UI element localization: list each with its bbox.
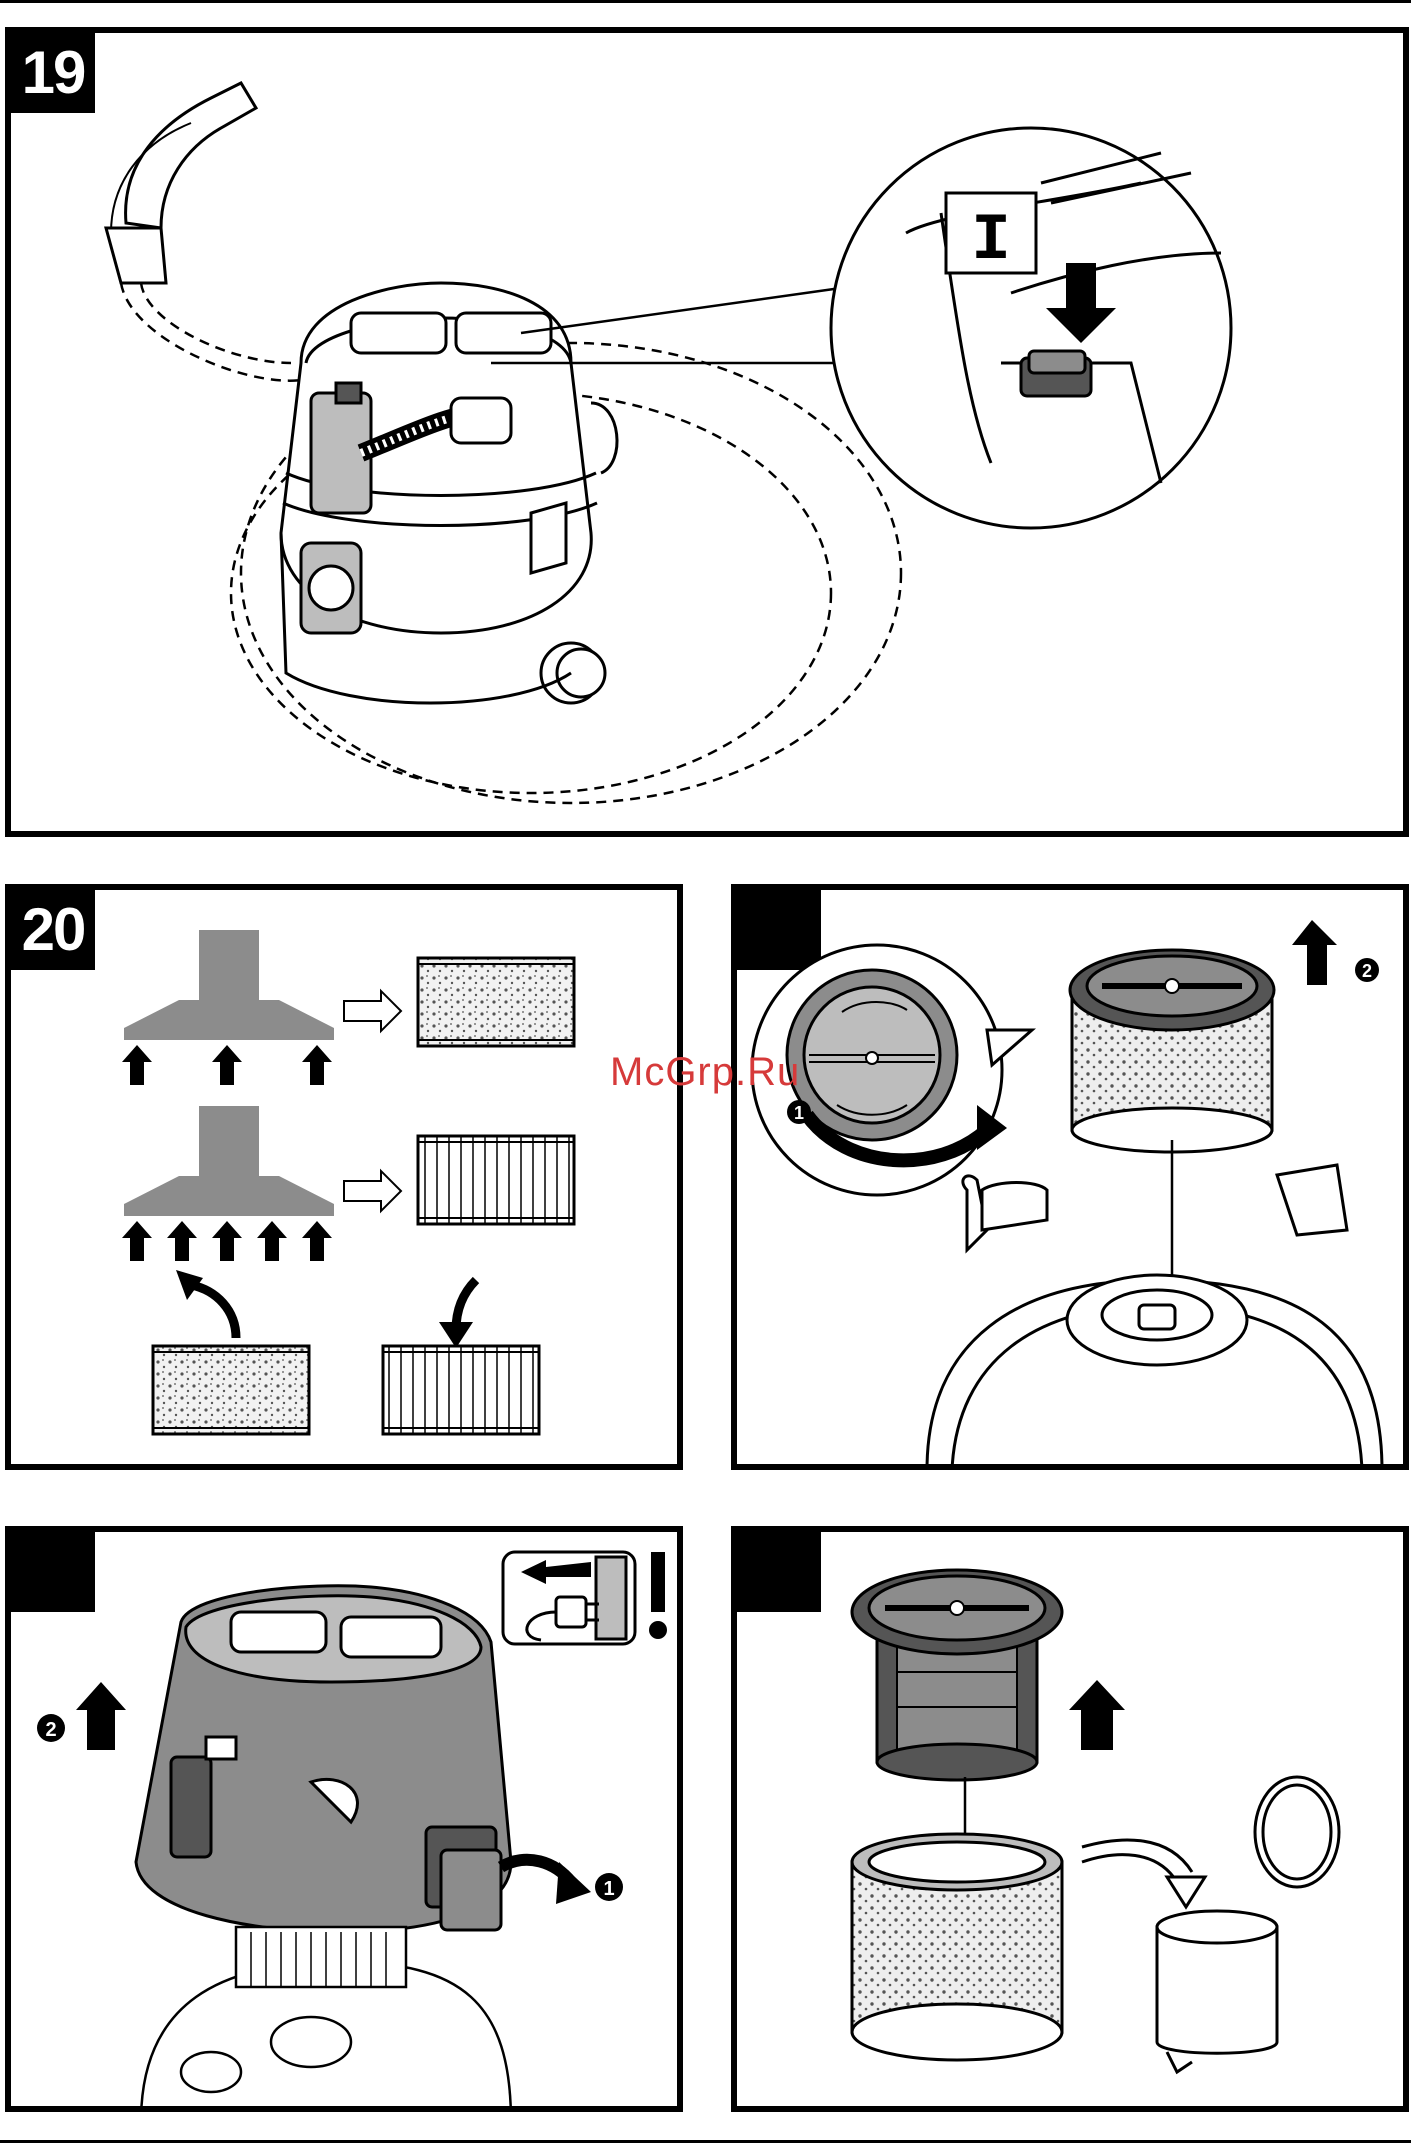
lift-arrow-icon bbox=[1292, 920, 1337, 985]
right-arrow-icon bbox=[344, 991, 401, 1031]
watermark: McGrp.Ru bbox=[610, 1050, 800, 1095]
motor-head-icon bbox=[136, 1586, 511, 1932]
step-marker-one: 1 bbox=[794, 1103, 804, 1123]
used-filter-icon bbox=[153, 1346, 309, 1434]
clean-filter-airflow-row bbox=[122, 1106, 574, 1261]
bottom-rule bbox=[0, 2140, 1411, 2143]
filter-cleaning-illustration bbox=[737, 1532, 1403, 2106]
clean-filter-icon bbox=[418, 1136, 574, 1224]
panel-19: 19 bbox=[5, 27, 1409, 837]
step-marker-two: 2 bbox=[1362, 961, 1372, 981]
lift-motor-head-illustration: 1 2 bbox=[11, 1532, 677, 2106]
filter-replacement-row bbox=[153, 1270, 539, 1434]
panel-20: 20 bbox=[5, 884, 683, 1470]
vacuum-switch-on-illustration: I bbox=[11, 33, 1403, 831]
step-marker-two: 2 bbox=[45, 1719, 56, 1741]
vacuum-cleaner-icon bbox=[281, 283, 617, 703]
unplug-warning-icon bbox=[503, 1552, 667, 1644]
filter-airflow-diagram bbox=[11, 890, 677, 1464]
tank-with-filter-icon bbox=[141, 1927, 511, 2106]
switch-position-label: I bbox=[971, 203, 1011, 278]
vacuum-tank-icon bbox=[927, 1165, 1382, 1464]
hose-icon bbox=[106, 83, 311, 381]
curved-down-arrow-icon bbox=[439, 1322, 473, 1348]
lift-arrow-icon bbox=[76, 1682, 126, 1750]
dirty-filter-icon bbox=[418, 958, 574, 1046]
dirty-filter-airflow-row bbox=[122, 930, 574, 1085]
panel-23 bbox=[731, 1526, 1409, 2112]
up-arrow-icon bbox=[122, 1221, 332, 1261]
step-marker-one: 1 bbox=[603, 1878, 614, 1900]
cartridge-filter-icon bbox=[1070, 950, 1274, 1152]
right-arrow-icon bbox=[344, 1171, 401, 1211]
lift-arrow-icon bbox=[1069, 1680, 1125, 1750]
new-filter-icon bbox=[383, 1346, 539, 1434]
power-switch-detail bbox=[831, 128, 1231, 528]
waste-bin-icon bbox=[1157, 1777, 1339, 2072]
filter-basket-icon bbox=[852, 1570, 1062, 1780]
panel-22: 1 2 bbox=[5, 1526, 683, 2112]
filter-removal-illustration: 1 2 bbox=[737, 890, 1403, 1464]
panel-21: 1 2 bbox=[731, 884, 1409, 1470]
cartridge-filter-icon bbox=[852, 1834, 1062, 2060]
up-arrow-icon bbox=[122, 1045, 332, 1085]
top-rule bbox=[0, 0, 1411, 3]
